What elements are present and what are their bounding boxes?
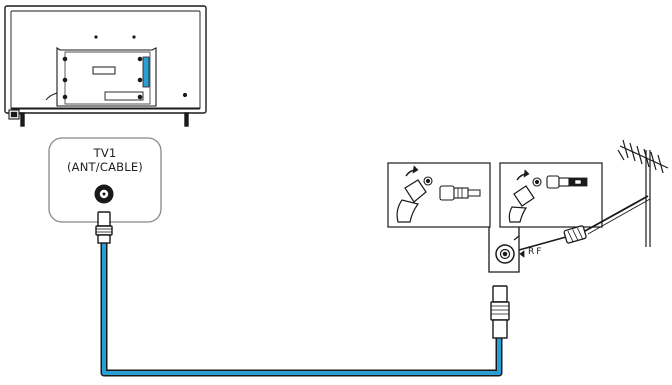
connector-inset-left xyxy=(387,162,491,228)
tv-input-label: TV1 (ANT/CABLE) xyxy=(50,146,160,174)
tv-side-plug xyxy=(95,211,113,244)
tv-rear-icon xyxy=(4,5,207,127)
antenna-lead xyxy=(518,195,651,251)
tv-input-name: TV1 xyxy=(93,146,117,160)
tv-input-type: (ANT/CABLE) xyxy=(66,160,143,174)
outlet-pointer xyxy=(513,235,520,241)
coax-jack-icon xyxy=(488,223,525,273)
rf-label: RF xyxy=(528,247,544,257)
antenna-icon xyxy=(617,139,669,247)
coax-cable xyxy=(100,239,503,377)
wall-side-plug xyxy=(490,285,510,339)
connector-inset-right xyxy=(499,162,603,228)
